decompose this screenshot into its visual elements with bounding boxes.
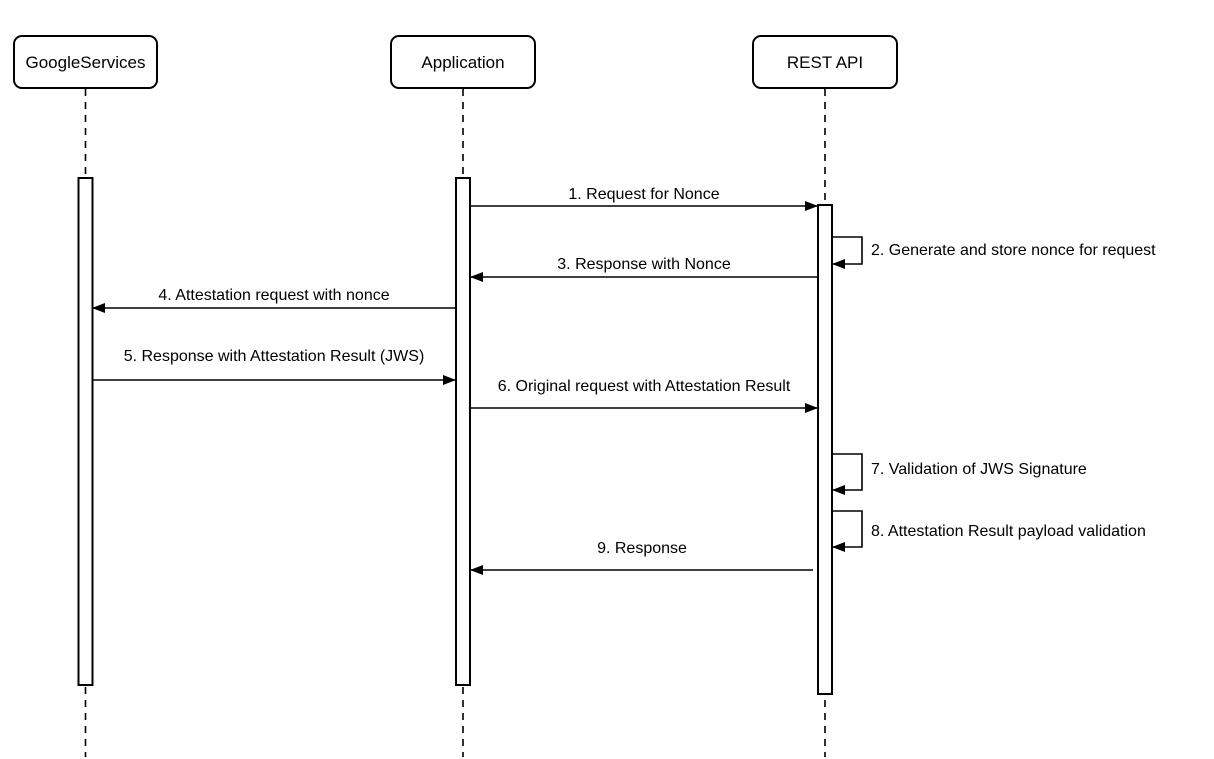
message-8-self-loop-arrow bbox=[832, 510, 863, 552]
message-7-label: 7. Validation of JWS Signature bbox=[871, 461, 1087, 478]
message-9-label: 9. Response bbox=[597, 540, 687, 557]
message-2-self-loop-arrow bbox=[832, 236, 863, 269]
message-1-label: 1. Request for Nonce bbox=[568, 186, 720, 203]
activation-bar-application bbox=[455, 177, 471, 686]
actor-box-restapi: REST API bbox=[752, 35, 898, 89]
actor-box-googleservices: GoogleServices bbox=[13, 35, 158, 89]
actor-label-application: Application bbox=[421, 52, 505, 72]
activation-bar-restapi bbox=[817, 204, 833, 695]
message-8-label: 8. Attestation Result payload validation bbox=[871, 523, 1146, 540]
actor-label-googleservices: GoogleServices bbox=[25, 52, 146, 72]
actor-label-restapi: REST API bbox=[786, 52, 864, 72]
message-3-label: 3. Response with Nonce bbox=[557, 256, 731, 273]
message-2-label: 2. Generate and store nonce for request bbox=[871, 242, 1156, 259]
activation-bar-googleservices bbox=[77, 177, 94, 686]
message-4-label: 4. Attestation request with nonce bbox=[158, 287, 390, 304]
message-7-self-loop-arrow bbox=[832, 453, 863, 495]
message-6-label: 6. Original request with Attestation Res… bbox=[497, 378, 791, 395]
message-5-label: 5. Response with Attestation Result (JWS… bbox=[123, 348, 425, 365]
actor-box-application: Application bbox=[390, 35, 536, 89]
